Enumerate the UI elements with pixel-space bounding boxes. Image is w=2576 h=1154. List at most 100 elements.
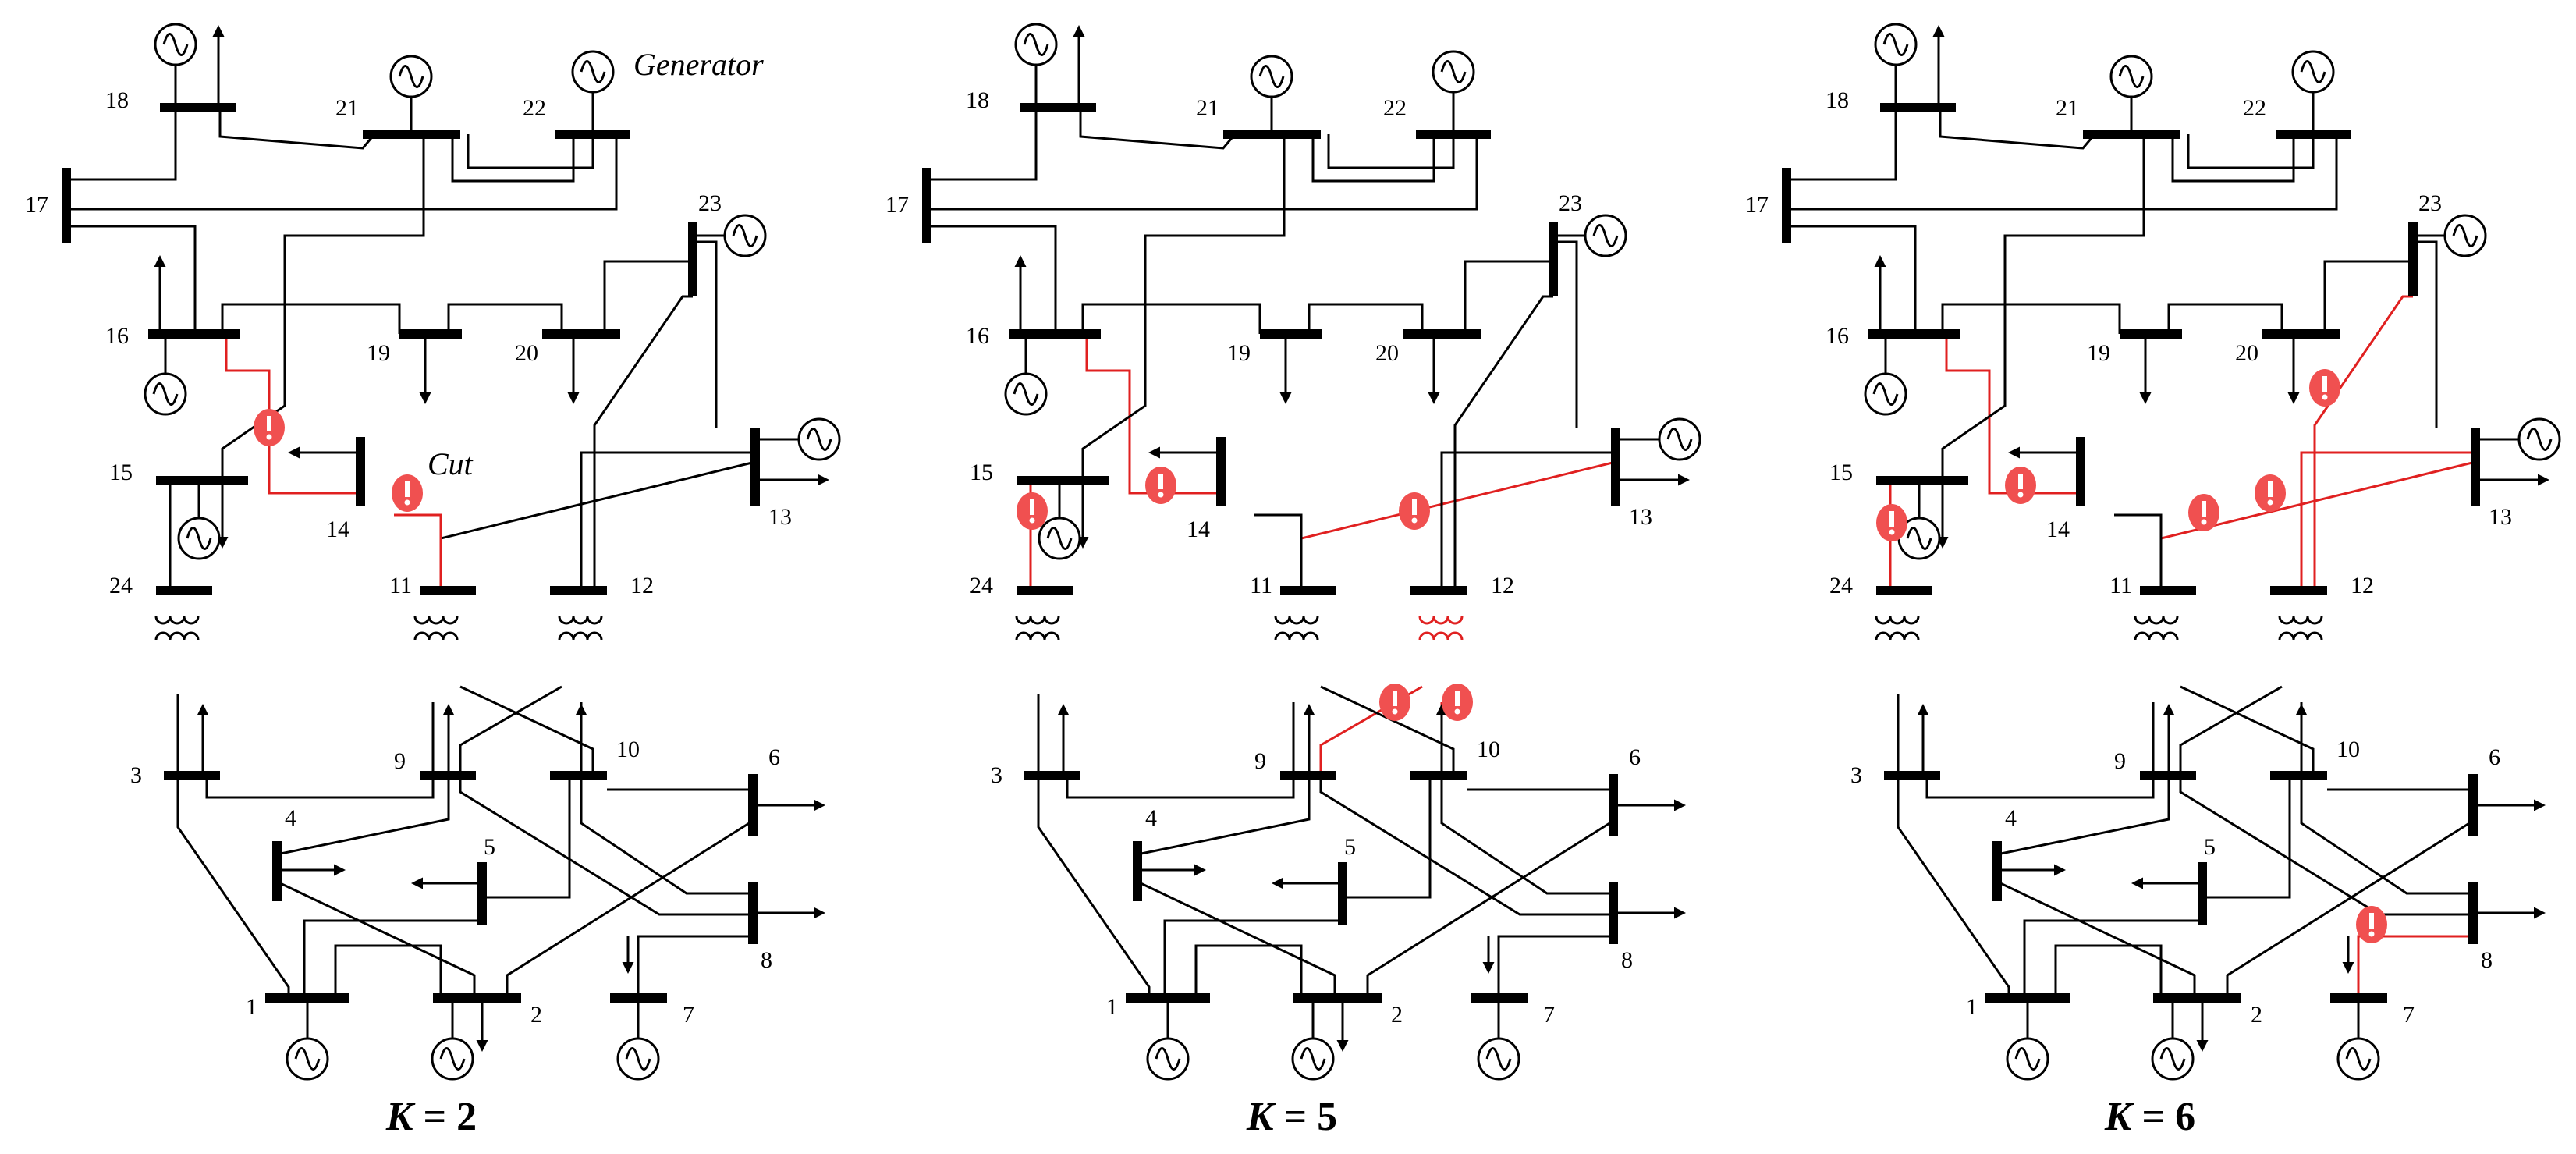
bus-number: 5 bbox=[484, 834, 495, 860]
line-7-8 bbox=[2357, 935, 2473, 998]
bus-number: 12 bbox=[1491, 573, 1514, 598]
transformer-winding-top bbox=[2278, 616, 2295, 625]
transformer-winding-bottom bbox=[2134, 631, 2151, 641]
sine-wave bbox=[806, 428, 832, 451]
bus-number: 4 bbox=[285, 805, 296, 831]
line-1-3 bbox=[1037, 776, 1151, 998]
bus-number: 22 bbox=[1383, 95, 1407, 121]
line-12-13 bbox=[1440, 451, 1616, 591]
cut-marker-bar bbox=[2322, 376, 2327, 392]
line-12-23 bbox=[2313, 295, 2413, 591]
bus-number: 3 bbox=[1850, 762, 1862, 788]
line-1-2 bbox=[334, 944, 442, 998]
transformer-winding-bottom bbox=[1029, 631, 1046, 641]
bus-number: 15 bbox=[109, 460, 133, 485]
line-1-5 bbox=[2023, 919, 2202, 998]
transformer-winding-top bbox=[169, 616, 186, 625]
sine-wave bbox=[2014, 1047, 2041, 1071]
bus-number: 3 bbox=[130, 762, 142, 788]
line-16-17 bbox=[66, 225, 197, 334]
line-13-23 bbox=[1553, 240, 1578, 428]
sine-wave bbox=[294, 1047, 321, 1071]
cut-marker-bar bbox=[2018, 474, 2023, 489]
line-16-19 bbox=[1941, 303, 2121, 334]
line-10-11T bbox=[2180, 685, 2315, 776]
line-9-8a bbox=[1319, 776, 1613, 916]
transformer-winding-top bbox=[1432, 616, 1449, 625]
bus-number: 19 bbox=[367, 340, 390, 366]
bus-number: 24 bbox=[109, 573, 133, 598]
line-16-19 bbox=[221, 303, 401, 334]
exclamation-marker-icon bbox=[1017, 492, 1048, 530]
line-18-21 bbox=[1079, 108, 1237, 150]
transformer-winding-bottom bbox=[1432, 631, 1449, 641]
bus-number: 17 bbox=[25, 192, 48, 218]
bus-number: 19 bbox=[1227, 340, 1251, 366]
bus-number: 24 bbox=[970, 573, 993, 598]
bus-number: 23 bbox=[698, 190, 722, 216]
line-19-20 bbox=[447, 303, 563, 334]
line-17-22 bbox=[927, 134, 1478, 211]
bus-number: 6 bbox=[1629, 744, 1641, 770]
bus-number: 18 bbox=[966, 87, 989, 113]
line-7-8 bbox=[637, 935, 753, 998]
bus-number: 20 bbox=[515, 340, 538, 366]
sine-wave bbox=[1013, 382, 1039, 406]
bus-number: 19 bbox=[2087, 340, 2110, 366]
transformer-winding-top bbox=[1903, 616, 1920, 625]
line-9-8a bbox=[2179, 776, 2473, 916]
cut-marker-dot bbox=[1889, 529, 1895, 535]
exclamation-marker-icon bbox=[254, 409, 285, 446]
cut-marker-bar bbox=[405, 481, 410, 497]
transformer-winding-bottom bbox=[413, 631, 431, 641]
bus-number: 21 bbox=[1196, 95, 1219, 121]
line-17-18 bbox=[1787, 108, 1897, 181]
transformer-winding-bottom bbox=[558, 631, 575, 641]
line-1-2 bbox=[1194, 944, 1303, 998]
line-20-23 bbox=[603, 260, 693, 334]
bus-number: 2 bbox=[2251, 1002, 2262, 1028]
transformer-coil-icon bbox=[2278, 616, 2323, 641]
bus-number: 7 bbox=[2403, 1002, 2415, 1028]
line-13-23 bbox=[2413, 240, 2438, 428]
line-5-10 bbox=[1343, 776, 1432, 899]
line-10-8 bbox=[2300, 776, 2473, 895]
sine-wave bbox=[1440, 60, 1467, 83]
sine-wave bbox=[2159, 1047, 2186, 1071]
exclamation-marker-icon bbox=[1379, 684, 1410, 721]
line-15-21 bbox=[1941, 134, 2145, 481]
cut-marker-bar bbox=[1412, 499, 1417, 515]
transformer-winding-top bbox=[413, 616, 431, 625]
cut-marker-dot bbox=[1029, 517, 1035, 524]
transformer-winding-bottom bbox=[1903, 631, 1920, 641]
bus-number: 6 bbox=[2489, 744, 2500, 770]
bus-number: 10 bbox=[1477, 737, 1500, 762]
transformer-winding-bottom bbox=[2306, 631, 2323, 641]
sine-wave bbox=[1592, 224, 1619, 247]
bus-number: 12 bbox=[2351, 573, 2374, 598]
line-1-2 bbox=[2054, 944, 2163, 998]
line-2-6 bbox=[1366, 819, 1614, 998]
line-18-21 bbox=[218, 108, 376, 150]
line-15-21 bbox=[221, 134, 425, 481]
line-7-8 bbox=[1497, 935, 1613, 998]
sine-wave bbox=[398, 65, 424, 88]
bus-number: 14 bbox=[326, 517, 349, 542]
cut-marker-bar bbox=[1393, 691, 1397, 706]
bus-number: 20 bbox=[1375, 340, 1399, 366]
sine-wave bbox=[1906, 527, 1932, 550]
line-12-13 bbox=[580, 451, 755, 591]
transformer-coil-icon bbox=[1015, 616, 1060, 641]
bus-number: 16 bbox=[1826, 323, 1849, 349]
bus-number: 10 bbox=[2336, 737, 2360, 762]
generator-annotation: Generator bbox=[633, 47, 764, 82]
transformer-winding-bottom bbox=[2148, 631, 2165, 641]
sine-wave bbox=[1258, 65, 1285, 88]
cut-marker-dot bbox=[2322, 394, 2328, 400]
sine-wave bbox=[1046, 527, 1073, 550]
bus-number: 2 bbox=[530, 1002, 542, 1028]
sine-wave bbox=[1872, 382, 1899, 406]
